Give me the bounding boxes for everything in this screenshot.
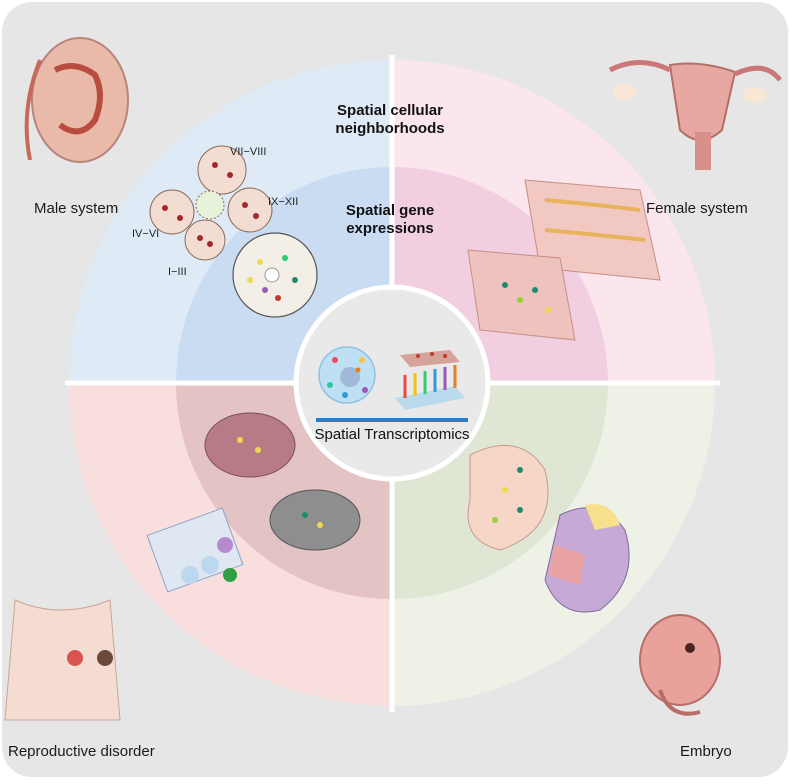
- ovarian-tissue-illustration: [204, 412, 361, 551]
- endometrium-illustration: [467, 179, 661, 341]
- outer-ring-heading: Spatial cellular neighborhoods: [335, 102, 445, 137]
- embryo-illustration: [639, 614, 721, 716]
- stage-label: IV−VI: [132, 228, 160, 240]
- array-illustration: [395, 350, 465, 410]
- embryo-region-map-illustration: [544, 504, 630, 613]
- embryo-label: Embryo: [680, 743, 732, 760]
- inner-ring-heading: Spatial gene expressions: [345, 202, 435, 237]
- male-system-label: Male system: [34, 200, 119, 217]
- stage-label: IX−XII: [268, 196, 299, 208]
- pelvis-illustration: [4, 599, 121, 721]
- stage-label: I−III: [168, 266, 187, 278]
- testis-illustration: [24, 37, 129, 163]
- embryo-section-illustration: [467, 444, 549, 551]
- center-label: Spatial Transcriptomics: [314, 426, 470, 443]
- tissue-grid-illustration: [146, 507, 244, 593]
- reproductive-disorder-label: Reproductive disorder: [8, 743, 155, 760]
- uterus-illustration: [608, 60, 782, 170]
- center-circle: [293, 284, 491, 482]
- stage-label: VII−VIII: [230, 146, 267, 158]
- seminiferous-stages-illustration: [149, 145, 273, 261]
- tubule-illustration: [232, 232, 318, 318]
- female-system-label: Female system: [646, 200, 748, 217]
- center-underline: [316, 418, 468, 422]
- cell-illustration: [318, 346, 376, 404]
